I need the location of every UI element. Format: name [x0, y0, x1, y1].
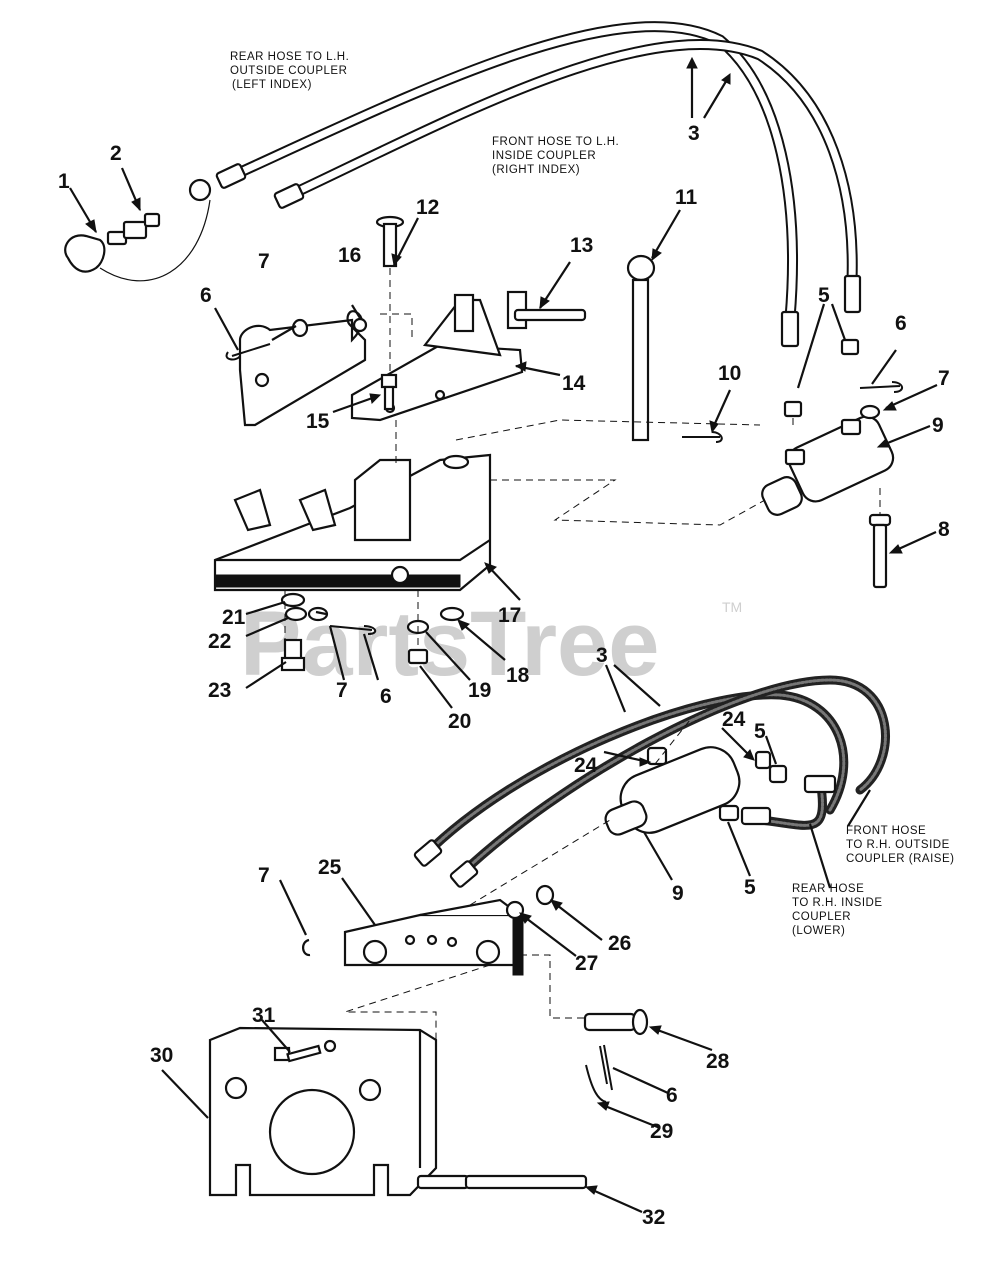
callout-1: 1	[58, 170, 70, 193]
svg-text:INSIDE COUPLER: INSIDE COUPLER	[492, 150, 596, 162]
svg-text:REAR HOSE TO L.H.: REAR HOSE TO L.H.	[230, 51, 349, 63]
callout-9-top: 9	[932, 414, 944, 437]
callout-28: 28	[706, 1050, 730, 1073]
callout-32: 32	[642, 1206, 665, 1229]
callout-19: 19	[468, 679, 491, 702]
svg-text:TO R.H. OUTSIDE: TO R.H. OUTSIDE	[846, 839, 950, 851]
watermark-trademark: TM	[722, 599, 742, 615]
callout-12: 12	[416, 196, 439, 219]
callout-25: 25	[318, 856, 342, 879]
part-26-nut	[535, 884, 555, 906]
callout-5-lower-bottom: 5	[744, 876, 756, 899]
callout-6-mid: 6	[380, 685, 392, 708]
callout-11: 11	[675, 186, 698, 209]
callout-6-top-right: 6	[895, 312, 907, 335]
part-11-lift-rod	[626, 254, 656, 442]
callout-17: 17	[498, 604, 521, 627]
callout-3-top: 3	[688, 122, 700, 145]
assembly-lines-lower	[344, 719, 691, 1040]
callout-29: 29	[650, 1120, 673, 1143]
callout-22: 22	[208, 630, 231, 653]
callout-21: 21	[222, 606, 246, 629]
callout-16: 16	[338, 244, 361, 267]
part-25-plate	[343, 898, 524, 976]
callout-arrows	[69, 56, 938, 1214]
callout-6-top-left: 6	[200, 284, 212, 307]
svg-text:(LEFT INDEX): (LEFT INDEX)	[232, 79, 312, 91]
callout-15: 15	[306, 410, 330, 433]
part-10-clip	[682, 431, 723, 443]
callout-7-mid: 7	[336, 679, 348, 702]
svg-text:(LOWER): (LOWER)	[792, 925, 845, 937]
svg-text:TO R.H. INSIDE: TO R.H. INSIDE	[792, 897, 883, 909]
caption-front-hose-rh: FRONT HOSE TO R.H. OUTSIDE COUPLER (RAIS…	[846, 825, 954, 865]
part-8-clevis-pin	[868, 513, 892, 589]
part-5-fittings-top	[783, 338, 860, 418]
callout-31: 31	[252, 1004, 276, 1027]
callout-7-lower: 7	[258, 864, 270, 887]
cotter-pin-and-washer-left	[225, 318, 309, 361]
callout-3-lower: 3	[596, 644, 608, 667]
part-31-screw	[273, 1039, 337, 1063]
part-27-washer	[505, 900, 525, 920]
part-29-cotter	[585, 1064, 607, 1103]
callout-2: 2	[110, 142, 122, 165]
lower-hoses	[413, 675, 890, 888]
callout-20: 20	[448, 710, 471, 733]
callout-7-top-right: 7	[938, 367, 950, 390]
callout-numbers: 1 2 3 5 6 7 12 16 13 14 15 11 10 6 7 9 8…	[58, 122, 950, 1229]
callout-6-lower: 6	[666, 1084, 678, 1107]
callout-10: 10	[718, 362, 741, 385]
part-9-cylinder-top	[761, 415, 895, 516]
callout-26: 26	[608, 932, 631, 955]
part-17-mounting-body	[213, 453, 492, 592]
part-14-mount	[350, 290, 587, 422]
callout-7-top-left: 7	[258, 250, 270, 273]
part-28-pin	[583, 1008, 649, 1036]
callout-5-top: 5	[818, 284, 830, 307]
callout-23: 23	[208, 679, 231, 702]
assembly-lines-top	[284, 268, 881, 650]
svg-text:COUPLER (RAISE): COUPLER (RAISE)	[846, 853, 954, 865]
part-7-lower	[302, 938, 311, 957]
callout-24-right: 24	[722, 708, 746, 731]
callout-5-lower-top: 5	[754, 720, 766, 743]
caption-rear-hose-rh: REAR HOSE TO R.H. INSIDE COUPLER (LOWER)	[792, 883, 883, 937]
callout-14: 14	[562, 372, 586, 395]
callout-18: 18	[506, 664, 530, 687]
svg-text:REAR HOSE: REAR HOSE	[792, 883, 864, 895]
svg-text:OUTSIDE COUPLER: OUTSIDE COUPLER	[230, 65, 347, 77]
part-16-bracket	[238, 310, 368, 427]
svg-text:COUPLER: COUPLER	[792, 911, 851, 923]
callout-27: 27	[575, 952, 598, 975]
callout-13: 13	[570, 234, 593, 257]
svg-text:(RIGHT INDEX): (RIGHT INDEX)	[492, 164, 580, 176]
dust-cap-and-nipple	[64, 178, 212, 282]
callout-9-lower: 9	[672, 882, 684, 905]
svg-text:FRONT HOSE: FRONT HOSE	[846, 825, 926, 837]
part-9-cylinder-lower	[604, 746, 788, 836]
part-6-cotter-lower	[599, 1044, 613, 1091]
part-15-bolt	[380, 373, 398, 411]
svg-text:FRONT HOSE TO L.H.: FRONT HOSE TO L.H.	[492, 136, 619, 148]
callout-30: 30	[150, 1044, 173, 1067]
callout-8: 8	[938, 518, 950, 541]
caption-front-hose-lh: FRONT HOSE TO L.H. INSIDE COUPLER (RIGHT…	[492, 136, 619, 176]
part-30-base	[208, 1026, 438, 1197]
top-hoses	[215, 21, 862, 348]
caption-rear-hose-lh: REAR HOSE TO L.H. OUTSIDE COUPLER (LEFT …	[230, 51, 349, 91]
cotter-pin-and-washer-right	[859, 381, 903, 420]
part-32-rod	[416, 1174, 588, 1190]
callout-24-left: 24	[574, 754, 598, 777]
